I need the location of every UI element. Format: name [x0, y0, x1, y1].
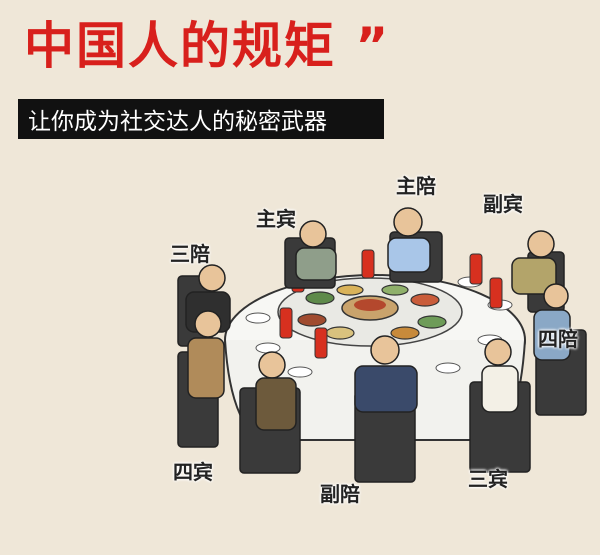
seat-label-fourth-guest: 四宾 [173, 460, 213, 484]
seat-label-fourth-host: 四陪 [538, 327, 578, 351]
diners [185, 207, 571, 431]
page-title: 中国人的规矩 ” [24, 17, 391, 75]
seat-label-second-host: 副陪 [320, 482, 360, 506]
seat-label-guest-of-honor: 主宾 [256, 207, 296, 231]
subtitle-text: 让你成为社交达人的秘密武器 [28, 109, 327, 135]
seat-label-second-guest: 副宾 [483, 192, 523, 216]
dishes [297, 284, 447, 340]
seat-label-host: 主陪 [396, 174, 436, 198]
subtitle-banner: 让你成为社交达人的秘密武器 [18, 99, 384, 139]
seat-label-third-guest: 三宾 [468, 467, 508, 491]
seat-label-third-host: 三陪 [170, 242, 210, 266]
